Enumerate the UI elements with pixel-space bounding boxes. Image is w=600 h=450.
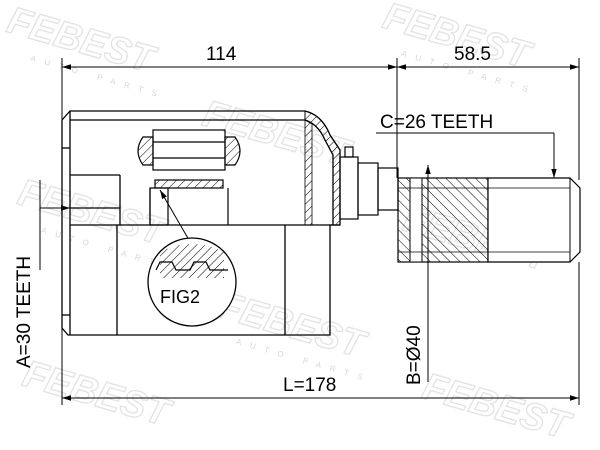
dimension-58-5: 58.5 <box>397 44 580 180</box>
housing-wall-hatch <box>304 110 341 226</box>
dimension-label-58-5: 58.5 <box>454 44 491 65</box>
splined-shaft <box>397 177 581 263</box>
dimension-total-length: L=178 <box>61 262 580 405</box>
dimension-114: 114 <box>61 44 398 178</box>
watermark-logo: FEBEST <box>18 353 176 435</box>
inner-teeth-label: A=30 TEETH <box>14 256 35 368</box>
inner-teeth-callout: A=30 TEETH <box>14 180 70 368</box>
dimension-diameter: B=Ø40 <box>404 165 431 385</box>
housing-neck <box>339 146 399 220</box>
outer-teeth-callout: C=26 TEETH <box>376 112 557 178</box>
outer-teeth-label: C=26 TEETH <box>380 112 493 133</box>
fig2-detail: FIG2 <box>147 237 237 327</box>
housing-ring-hatch <box>304 119 313 226</box>
fig2-label: FIG2 <box>160 287 200 307</box>
fig2-leader <box>159 189 190 241</box>
diameter-label: B=Ø40 <box>404 325 425 385</box>
watermark-logo: FEBEST <box>418 366 576 448</box>
inner-race-hatch <box>154 179 224 189</box>
dimension-label-114: 114 <box>206 44 237 65</box>
total-length-label: L=178 <box>283 375 336 396</box>
